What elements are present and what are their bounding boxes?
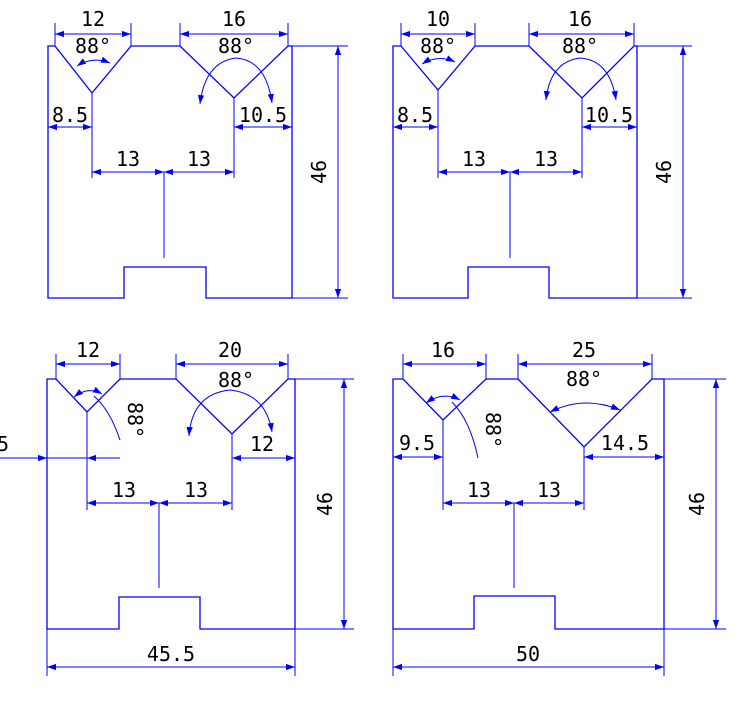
left-offset-label: 9.5 [399, 431, 435, 455]
right-offset-label: 14.5 [601, 431, 649, 455]
right-offset-label: 12 [250, 432, 274, 456]
right-v-width-label: 25 [572, 338, 596, 362]
left-v-angle-label: 88° [123, 402, 147, 438]
right-v-angle-arc [186, 389, 274, 437]
height-label: 46 [313, 492, 337, 516]
right-v-width-label: 16 [568, 7, 592, 31]
left-v-angle-label: 88° [481, 412, 505, 448]
left-v-width-label: 10 [426, 7, 450, 31]
height-label: 46 [307, 160, 331, 184]
right-half-label: 13 [187, 147, 211, 171]
height-label: 46 [685, 492, 709, 516]
right-half-label: 13 [537, 478, 561, 502]
right-v-angle-arc [197, 57, 274, 105]
panel-bottom-right: 16 25 88° 88° 9.5 14.5 13 13 46 50 [392, 338, 726, 676]
panel-bottom-left: 12 20 88° 88° 5 12 13 13 46 45.5 [0, 338, 354, 676]
left-half-label: 13 [467, 478, 491, 502]
right-v-angle-label: 88° [218, 34, 254, 58]
left-offset-label: 8.5 [397, 103, 433, 127]
left-v-angle-label: 88° [75, 34, 111, 58]
right-v-angle-label: 88° [218, 368, 254, 392]
right-v-angle-arc [543, 57, 618, 101]
left-v-angle-leader [451, 401, 479, 459]
left-offset-label: 8.5 [52, 103, 88, 127]
part-outline [392, 378, 665, 630]
total-width-label: 45.5 [147, 642, 195, 666]
left-half-label: 13 [112, 478, 136, 502]
right-v-angle-label: 88° [566, 367, 602, 391]
left-v-width-label: 12 [76, 338, 100, 362]
right-half-label: 13 [184, 478, 208, 502]
part-outline [46, 378, 296, 630]
left-v-angle-arc [73, 386, 103, 398]
right-v-angle-arc [549, 402, 621, 413]
total-width-label: 50 [516, 642, 540, 666]
panel-top-left: 12 16 88° 88° 8.5 10.5 13 13 46 [47, 7, 348, 299]
left-v-angle-arc [421, 55, 456, 65]
left-half-label: 13 [116, 147, 140, 171]
right-v-width-label: 20 [218, 338, 242, 362]
right-v-width-label: 16 [222, 7, 246, 31]
left-v-width-label: 16 [431, 338, 455, 362]
left-half-label: 13 [462, 147, 486, 171]
right-offset-label: 10.5 [239, 103, 287, 127]
left-offset-label: 5 [0, 432, 9, 456]
panel-top-right: 10 16 88° 88° 8.5 10.5 13 13 46 [392, 7, 692, 299]
left-v-width-label: 12 [81, 7, 105, 31]
left-v-angle-label: 88° [420, 34, 456, 58]
height-label: 46 [652, 160, 676, 184]
right-v-angle-label: 88° [562, 34, 598, 58]
left-v-angle-arc [425, 393, 461, 404]
left-v-angle-leader [93, 395, 121, 441]
right-half-label: 13 [534, 147, 558, 171]
left-v-angle-arc [76, 56, 111, 67]
right-offset-label: 10.5 [585, 103, 633, 127]
